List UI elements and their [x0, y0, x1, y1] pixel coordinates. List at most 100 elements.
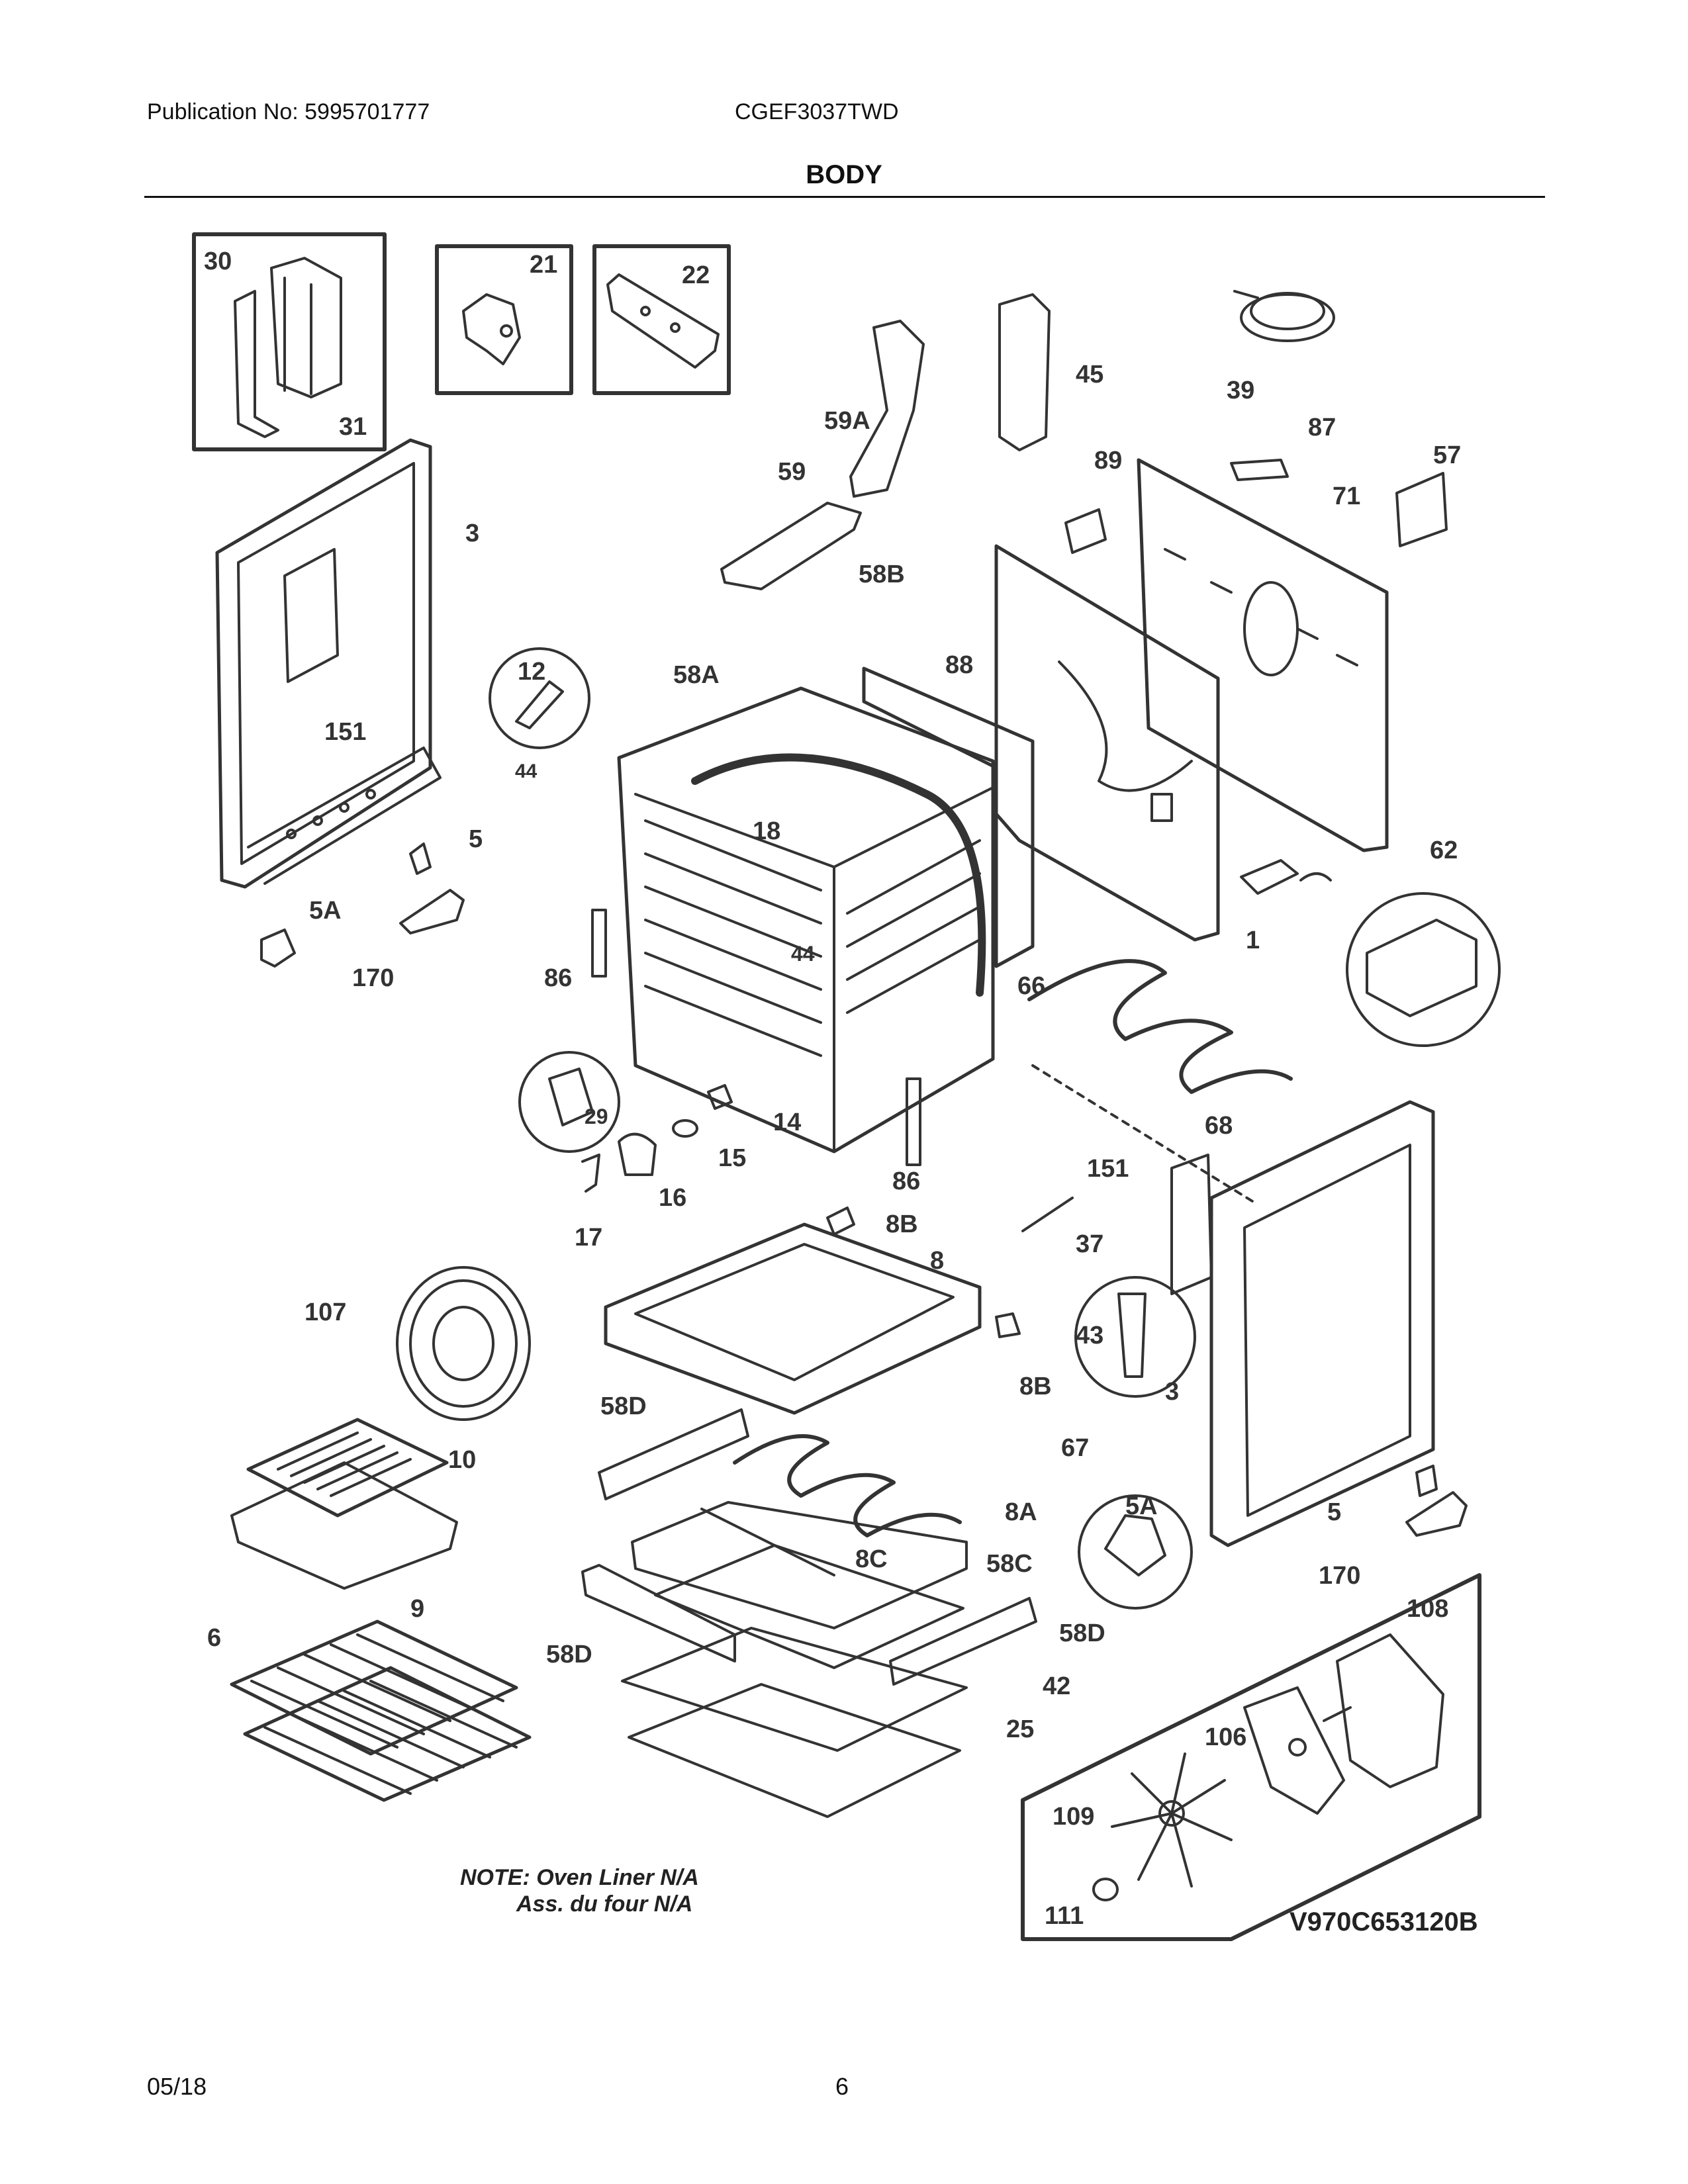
- callout-88: 88: [945, 651, 973, 679]
- oven-insulation: [862, 666, 1035, 968]
- callout-37: 37: [1076, 1230, 1103, 1258]
- callout-58d-upper: 58D: [600, 1392, 647, 1420]
- bottom-cover-25: [628, 1683, 961, 1818]
- mounting-bracket: [606, 273, 720, 369]
- callout-9: 9: [410, 1595, 424, 1623]
- callout-58a: 58A: [673, 661, 720, 689]
- inset-box-switch: [435, 244, 573, 395]
- callout-170-right: 170: [1319, 1562, 1360, 1590]
- vent-duct-59a: [849, 320, 925, 498]
- callout-3-left: 3: [465, 520, 479, 547]
- callout-108: 108: [1407, 1595, 1448, 1623]
- bottom-cover-42: [621, 1627, 968, 1752]
- grille-base: [230, 1461, 458, 1590]
- insulation-strip-58d-left: [598, 1408, 749, 1500]
- callout-151-right: 151: [1087, 1155, 1129, 1183]
- callout-86-lower: 86: [892, 1167, 920, 1195]
- publication-date: 05/18: [147, 2073, 207, 2100]
- callout-5a-left: 5A: [309, 897, 342, 925]
- screw-inset: [1074, 1276, 1196, 1398]
- callout-25: 25: [1006, 1715, 1034, 1743]
- leveler-5a-left: [260, 929, 296, 968]
- control-bracket: [998, 293, 1051, 451]
- callout-44-lower: 44: [791, 942, 815, 966]
- shield-87: [1230, 459, 1289, 481]
- insulation-strip-58d-front: [581, 1564, 736, 1662]
- callout-8a: 8A: [1005, 1498, 1037, 1526]
- rear-panel-inner: [994, 544, 1220, 942]
- oven-bottom-tray: [604, 1222, 982, 1415]
- callout-29: 29: [585, 1105, 608, 1128]
- leveling-leg-right: [1415, 1465, 1438, 1497]
- callout-109: 109: [1053, 1803, 1094, 1831]
- fan-motor-bracket: [1243, 1686, 1345, 1815]
- callout-21: 21: [530, 251, 557, 279]
- callout-8b-lower: 8B: [1019, 1373, 1052, 1400]
- bracket-89: [1064, 508, 1107, 554]
- side-panel-right: [1209, 1100, 1435, 1547]
- access-plate-right: [1170, 1154, 1213, 1295]
- callout-107: 107: [305, 1298, 346, 1326]
- handle-bracket: [234, 290, 279, 438]
- oven-cavity: [617, 686, 995, 1154]
- callout-42: 42: [1043, 1672, 1070, 1700]
- vent-duct-59: [720, 502, 862, 590]
- callout-58b: 58B: [859, 561, 905, 588]
- light-fixture-inset: [518, 1051, 620, 1153]
- callout-151-left: 151: [324, 718, 366, 746]
- publication-number: Publication No: 5995701777: [147, 99, 430, 124]
- callout-3-right: 3: [1165, 1378, 1179, 1406]
- lamp-lens: [618, 1132, 657, 1176]
- terminal-block-inset: [1346, 892, 1501, 1047]
- broil-element-bracket: [1031, 1064, 1259, 1206]
- leveling-leg-left: [409, 842, 432, 875]
- callout-44-upper: 44: [515, 760, 538, 782]
- power-cord: [1233, 290, 1335, 342]
- lamp-socket: [707, 1084, 733, 1110]
- callout-106: 106: [1205, 1723, 1246, 1751]
- access-plate-left: [283, 548, 339, 683]
- note-line-2: Ass. du four N/A: [516, 1891, 692, 1917]
- callout-59: 59: [778, 458, 806, 486]
- callout-8: 8: [930, 1247, 944, 1275]
- door-switch: [462, 293, 521, 365]
- lamp-bulb: [672, 1119, 698, 1138]
- callout-12: 12: [518, 658, 545, 686]
- clip-8b-lower: [995, 1312, 1021, 1338]
- callout-8b-upper: 8B: [886, 1210, 918, 1238]
- terminal-inset: [489, 647, 590, 749]
- diagram-code: V970C653120B: [1289, 1907, 1478, 1936]
- insulation-strip-58d-right: [889, 1597, 1037, 1686]
- callout-39: 39: [1227, 377, 1254, 404]
- callout-6: 6: [207, 1624, 221, 1652]
- side-panel-left: [215, 438, 442, 889]
- door-handle: [270, 257, 342, 398]
- leg-bracket-right: [1405, 1491, 1468, 1537]
- vent-grille: [246, 1418, 449, 1518]
- oven-racks: [230, 1619, 532, 1802]
- callout-45: 45: [1076, 361, 1103, 388]
- callout-30: 30: [204, 248, 232, 275]
- rack-support-right: [906, 1077, 921, 1166]
- rack-support-left: [591, 909, 607, 978]
- callout-68: 68: [1205, 1112, 1233, 1140]
- callout-18: 18: [753, 817, 780, 845]
- fan-blade: [1111, 1752, 1233, 1888]
- callout-67: 67: [1061, 1434, 1089, 1462]
- callout-111: 111: [1045, 1902, 1084, 1930]
- callout-170-left: 170: [352, 964, 394, 992]
- page-title: BODY: [806, 160, 882, 189]
- terminal-block: [1240, 859, 1299, 895]
- callout-57: 57: [1433, 441, 1461, 469]
- inset-box-bracket: [592, 244, 731, 395]
- insulation-pad-58c: [654, 1544, 964, 1669]
- header-divider: [144, 196, 1545, 198]
- clip-8b-upper: [826, 1206, 855, 1236]
- fan-nut: [1092, 1878, 1119, 1901]
- callout-16: 16: [659, 1184, 686, 1212]
- note-line-1: NOTE: Oven Liner N/A: [460, 1865, 699, 1890]
- callout-10: 10: [448, 1446, 476, 1474]
- callout-15: 15: [718, 1144, 746, 1172]
- callout-66: 66: [1017, 972, 1045, 1000]
